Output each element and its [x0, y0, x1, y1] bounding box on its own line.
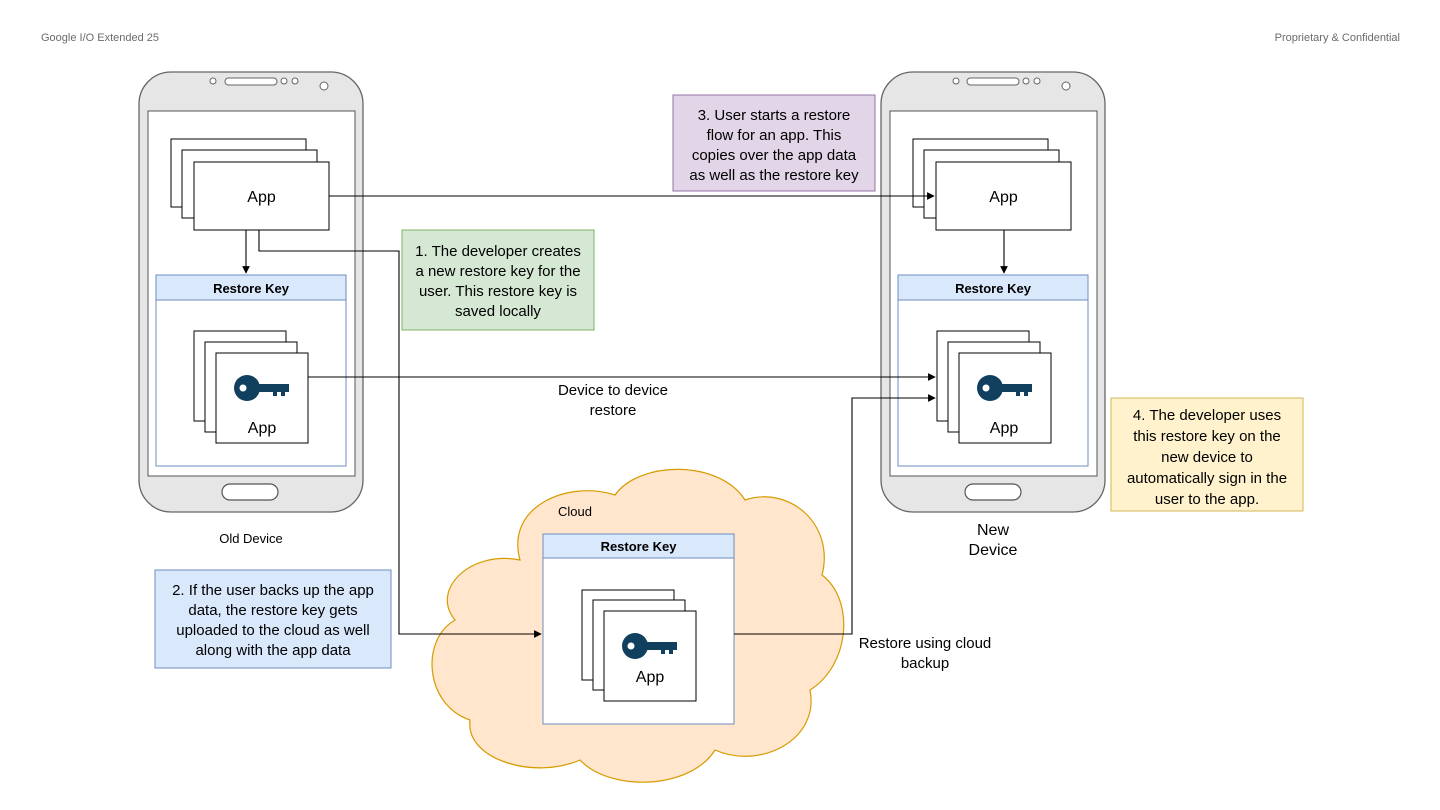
- note-1: 1. The developer creates a new restore k…: [401, 229, 595, 331]
- app-label: App: [248, 420, 277, 437]
- edge-label-cloud-restore-line1: Restore using cloud: [859, 635, 992, 652]
- new-device: App Restore Key App: [880, 71, 1106, 513]
- key-icon: [977, 375, 1032, 401]
- new-device-label-line1: New: [977, 522, 1009, 539]
- note-3-line: 3. User starts a restore: [698, 107, 851, 124]
- note-1-line: saved locally: [455, 303, 541, 320]
- note-2-line: along with the app data: [195, 642, 351, 659]
- note-3-line: copies over the app data: [692, 147, 857, 164]
- note-1-line: user. This restore key is: [419, 283, 577, 300]
- old-device: App Restore Key App: [138, 71, 364, 513]
- old-device-label: Old Device: [219, 531, 283, 546]
- edge-label-device-to-device-line2: restore: [590, 402, 637, 419]
- note-1-line: a new restore key for the: [415, 263, 580, 280]
- note-4-line: this restore key on the: [1133, 428, 1281, 445]
- note-2-line: 2. If the user backs up the app: [172, 582, 374, 599]
- restore-key-title: Restore Key: [955, 281, 1032, 296]
- edge-app-to-cloud: [258, 230, 542, 638]
- note-3: 3. User starts a restore flow for an app…: [672, 94, 876, 192]
- app-label: App: [990, 420, 1019, 437]
- edge-cloud-to-new-device: [734, 394, 936, 635]
- edge-label-cloud-restore-line2: backup: [901, 655, 949, 672]
- cloud-label: Cloud: [558, 504, 592, 519]
- note-3-line: flow for an app. This: [707, 127, 842, 144]
- note-1-line: 1. The developer creates: [415, 243, 581, 260]
- note-4-line: user to the app.: [1155, 491, 1259, 508]
- header-left: Google I/O Extended 25: [41, 32, 160, 44]
- header-right: Proprietary & Confidential: [1274, 32, 1400, 44]
- cloud-restore-key-container: Restore Key App: [542, 533, 735, 725]
- app-label: App: [247, 189, 276, 206]
- new-device-label-line2: Device: [969, 542, 1018, 559]
- note-4-line: 4. The developer uses: [1133, 407, 1281, 424]
- note-4: 4. The developer uses this restore key o…: [1110, 397, 1304, 512]
- restore-key-title: Restore Key: [601, 539, 678, 554]
- app-label: App: [989, 189, 1018, 206]
- note-4-line: new device to: [1161, 449, 1253, 466]
- note-2-line: uploaded to the cloud as well: [176, 622, 369, 639]
- note-2: 2. If the user backs up the app data, th…: [154, 569, 392, 669]
- note-4-line: automatically sign in the: [1127, 470, 1287, 487]
- restore-key-title: Restore Key: [213, 281, 290, 296]
- key-icon: [234, 375, 289, 401]
- note-3-line: as well as the restore key: [689, 167, 859, 184]
- key-icon: [622, 633, 677, 659]
- note-2-line: data, the restore key gets: [188, 602, 357, 619]
- edge-label-device-to-device-line1: Device to device: [558, 382, 668, 399]
- app-label: App: [636, 669, 665, 686]
